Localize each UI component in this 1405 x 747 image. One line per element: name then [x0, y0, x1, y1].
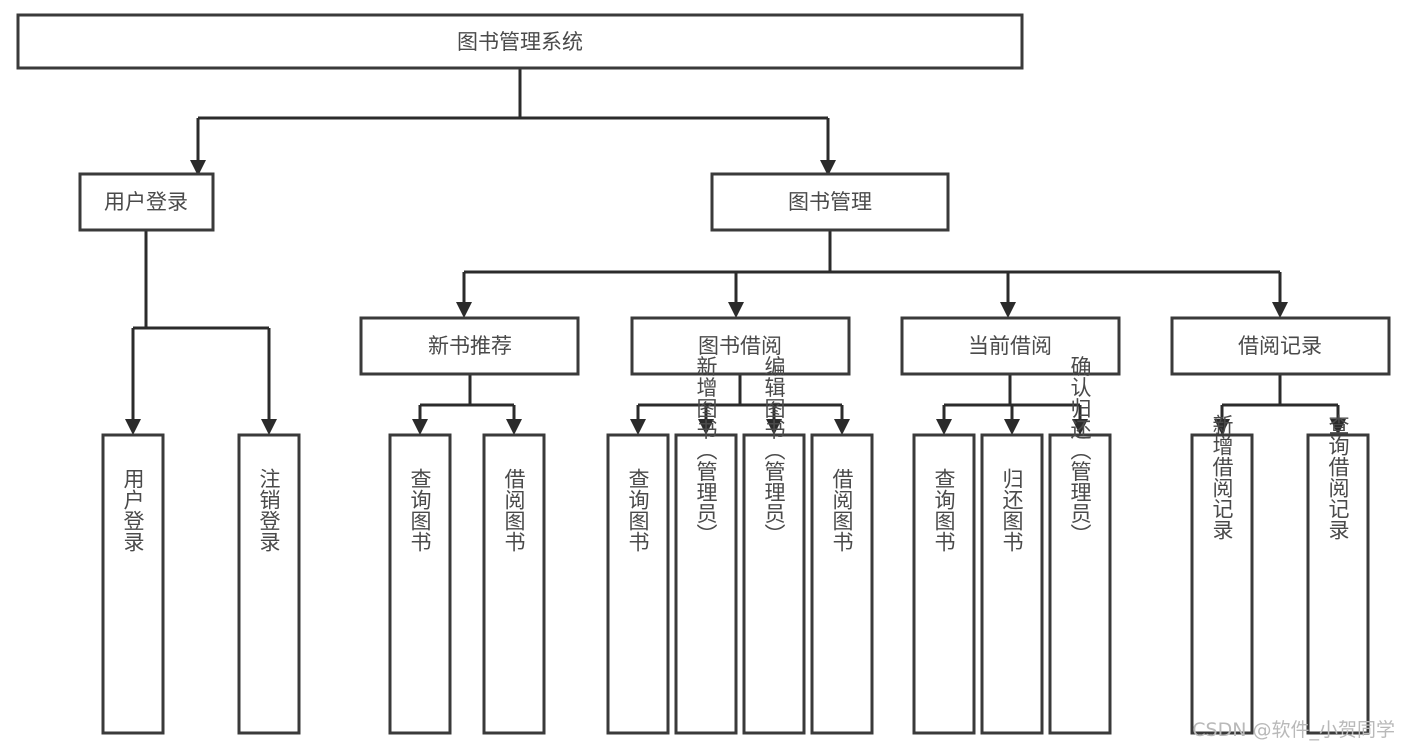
- node-leaf-borrow-book-1-box[interactable]: [482, 433, 546, 735]
- arrowhead-user-login: [190, 160, 206, 176]
- node-leaf-user-login-label: 用户登录: [121, 468, 145, 552]
- node-leaf-query-book-2[interactable]: 查询图书: [606, 433, 670, 735]
- node-leaf-query-record-label: 查询借阅记录: [1326, 414, 1350, 540]
- csdn-watermark: CSDN @软件_小贺同学: [1192, 719, 1395, 741]
- arrowhead-book-manage: [820, 160, 836, 176]
- node-current-borrow[interactable]: 当前借阅: [900, 316, 1121, 376]
- arrowhead-cb-l2: [1004, 419, 1020, 435]
- node-root-label: 图书管理系统: [457, 30, 583, 54]
- node-book-manage[interactable]: 图书管理: [710, 172, 950, 232]
- arrowhead-bb-l2: [698, 419, 714, 435]
- node-leaf-edit-book-box[interactable]: [742, 433, 806, 735]
- node-leaf-borrow-book-1[interactable]: 借阅图书: [482, 433, 546, 735]
- node-leaf-logout[interactable]: 注销登录: [237, 433, 301, 735]
- node-book-borrow-label: 图书借阅: [698, 334, 782, 358]
- node-leaf-user-login-box[interactable]: [101, 433, 165, 735]
- node-leaf-query-book-1[interactable]: 查询图书: [388, 433, 452, 735]
- node-leaf-add-book-box[interactable]: [674, 433, 738, 735]
- node-leaf-logout-label: 注销登录: [257, 468, 281, 552]
- node-leaf-borrow-book-2[interactable]: 借阅图书: [810, 433, 874, 735]
- node-user-login-label: 用户登录: [104, 190, 188, 214]
- node-new-book-rec[interactable]: 新书推荐: [359, 316, 580, 376]
- node-leaf-confirm-return-box[interactable]: [1048, 433, 1112, 735]
- node-leaf-add-book[interactable]: 新增图书（管理员）: [674, 356, 738, 735]
- node-leaf-return-book[interactable]: 归还图书: [980, 433, 1044, 735]
- node-borrow-record-box[interactable]: [1170, 316, 1391, 376]
- node-book-borrow-box[interactable]: [630, 316, 851, 376]
- node-leaf-query-book-3-label: 查询图书: [932, 468, 956, 552]
- node-leaf-query-record-box[interactable]: [1306, 433, 1370, 735]
- node-root[interactable]: 图书管理系统: [16, 13, 1024, 70]
- node-leaf-query-book-2-box[interactable]: [606, 433, 670, 735]
- arrowhead-cb-l1: [936, 419, 952, 435]
- node-leaf-query-record[interactable]: 查询借阅记录: [1306, 414, 1370, 735]
- arrowhead-br-l1: [1214, 419, 1230, 435]
- arrowhead-borrow-record: [1272, 302, 1288, 318]
- node-leaf-borrow-book-1-label: 借阅图书: [502, 468, 526, 552]
- node-leaf-return-book-label: 归还图书: [1000, 468, 1024, 552]
- arrowhead-bb-l3: [766, 419, 782, 435]
- node-user-login-box[interactable]: [78, 172, 215, 232]
- arrowhead-ul-leaf2: [261, 419, 277, 435]
- node-new-book-rec-box[interactable]: [359, 316, 580, 376]
- node-leaf-add-book-label: 新增图书（管理员）: [694, 356, 718, 545]
- node-leaf-borrow-book-2-box[interactable]: [810, 433, 874, 735]
- node-book-borrow[interactable]: 图书借阅: [630, 316, 851, 376]
- node-leaf-user-login[interactable]: 用户登录: [101, 433, 165, 735]
- node-leaf-add-record-box[interactable]: [1190, 433, 1254, 735]
- arrowhead-bb-l1: [630, 419, 646, 435]
- arrowhead-nbr-l1: [412, 419, 428, 435]
- arrowhead-book-borrow: [728, 302, 744, 318]
- node-leaf-return-book-box[interactable]: [980, 433, 1044, 735]
- node-leaf-query-book-1-box[interactable]: [388, 433, 452, 735]
- node-leaf-query-book-2-label: 查询图书: [626, 468, 650, 552]
- node-leaf-add-record-label: 新增借阅记录: [1210, 414, 1234, 540]
- node-borrow-record-label: 借阅记录: [1238, 334, 1322, 358]
- node-leaf-edit-book[interactable]: 编辑图书（管理员）: [742, 356, 806, 735]
- arrowhead-current-borrow: [1000, 302, 1016, 318]
- arrowhead-bb-l4: [834, 419, 850, 435]
- node-leaf-borrow-book-2-label: 借阅图书: [830, 468, 854, 552]
- arrowhead-new-book-rec: [456, 302, 472, 318]
- node-new-book-rec-label: 新书推荐: [428, 334, 512, 358]
- arrowhead-ul-leaf1: [125, 419, 141, 435]
- node-leaf-query-book-1-label: 查询图书: [408, 468, 432, 552]
- arrowhead-nbr-l2: [506, 419, 522, 435]
- node-book-manage-box[interactable]: [710, 172, 950, 232]
- node-user-login[interactable]: 用户登录: [78, 172, 215, 232]
- node-leaf-confirm-return[interactable]: 确认归还（管理员）: [1048, 356, 1112, 735]
- arrowhead-cb-l3: [1072, 419, 1088, 435]
- node-current-borrow-label: 当前借阅: [968, 334, 1052, 358]
- node-leaf-logout-box[interactable]: [237, 433, 301, 735]
- node-current-borrow-box[interactable]: [900, 316, 1121, 376]
- node-borrow-record[interactable]: 借阅记录: [1170, 316, 1391, 376]
- node-leaf-query-book-3[interactable]: 查询图书: [912, 433, 976, 735]
- node-leaf-confirm-return-label: 确认归还（管理员）: [1068, 356, 1092, 545]
- node-root-box[interactable]: [16, 13, 1024, 70]
- arrowhead-br-l2: [1330, 419, 1346, 435]
- node-leaf-query-book-3-box[interactable]: [912, 433, 976, 735]
- edges-layer: [125, 68, 1346, 435]
- node-book-manage-label: 图书管理: [788, 190, 872, 214]
- node-leaf-edit-book-label: 编辑图书（管理员）: [762, 356, 786, 545]
- node-leaf-add-record[interactable]: 新增借阅记录: [1190, 414, 1254, 735]
